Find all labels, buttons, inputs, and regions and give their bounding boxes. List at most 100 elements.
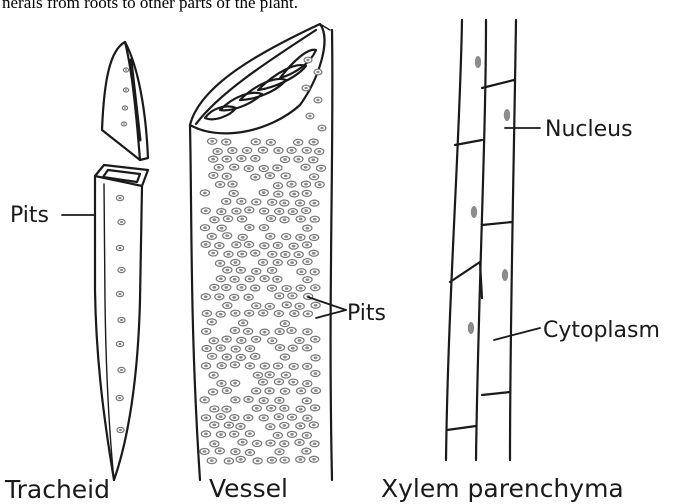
pit-center (204, 330, 208, 333)
label-pits-tracheid: Pits (10, 203, 49, 228)
pit-center (217, 295, 221, 298)
pit-center (256, 459, 260, 462)
pit-center (218, 450, 222, 453)
pit-center (298, 305, 302, 308)
pit-center (232, 192, 236, 195)
vessel-left-wall (190, 125, 200, 480)
cross-wall (447, 426, 476, 430)
pit-center (268, 305, 272, 308)
pit-center (292, 365, 296, 368)
pit-center (210, 321, 214, 324)
pit-center (306, 312, 310, 315)
pit-center (246, 416, 250, 419)
cross-wall (482, 80, 514, 88)
pit-center (246, 330, 250, 333)
pit-center (276, 167, 280, 170)
pit-center (292, 245, 296, 248)
pit-center (220, 364, 224, 367)
pit-center (120, 319, 123, 321)
pit-center (290, 183, 294, 186)
pit-center (278, 399, 282, 402)
pit-center (318, 183, 322, 186)
pit-center (233, 363, 237, 366)
pit-center (239, 356, 243, 359)
pit-center (248, 451, 252, 454)
pit-center (225, 234, 229, 237)
pit-center (119, 343, 122, 345)
pit-center (235, 243, 239, 246)
pit-center (313, 270, 317, 273)
pit-center (290, 416, 294, 419)
pit-center (312, 236, 316, 239)
pit-center (269, 407, 273, 410)
pit-center (120, 221, 123, 223)
pit-center (247, 167, 251, 170)
pit-center (226, 269, 230, 272)
cross-wall (482, 222, 512, 225)
cross-wall (455, 140, 482, 145)
pit-center (210, 459, 214, 462)
pit-center (276, 278, 280, 281)
pit-center (234, 261, 238, 264)
pit-center (253, 252, 257, 255)
pit-center (118, 397, 121, 399)
pit-center (284, 374, 288, 377)
pit-center (254, 140, 258, 143)
pit-center (262, 167, 266, 170)
pit-center (210, 235, 214, 238)
pit-center (278, 450, 282, 453)
pit-center (282, 442, 286, 445)
pit-center (119, 247, 122, 249)
pit-center (290, 261, 294, 264)
pit-center (305, 434, 309, 437)
pit-center (291, 347, 295, 350)
pit-center (224, 141, 228, 144)
pit-center (247, 243, 251, 246)
pit-center (270, 287, 274, 290)
pit-center (241, 322, 245, 325)
pit-center (212, 339, 216, 342)
pit-center (241, 441, 245, 444)
pit-center (213, 218, 217, 221)
pit-center (216, 150, 220, 153)
pit-center (261, 261, 265, 264)
pit-center (299, 389, 303, 392)
pit-center (290, 433, 294, 436)
pit-center (248, 278, 252, 281)
pit-center (227, 424, 231, 427)
pit-center (256, 374, 260, 377)
pit-center (316, 71, 319, 74)
pit-center (299, 408, 303, 411)
pit-center (233, 278, 237, 281)
pit-center (234, 312, 238, 315)
pit-center (298, 441, 302, 444)
pit-center (277, 193, 281, 196)
pit-center (276, 261, 280, 264)
pit-center (297, 253, 301, 256)
pit-center (123, 123, 125, 125)
pit-center (225, 356, 229, 359)
pit-center (227, 460, 231, 463)
pit-center (224, 200, 228, 203)
pit-center (277, 210, 281, 213)
pit-center (313, 442, 317, 445)
pit-center (304, 87, 307, 90)
pit-center (305, 192, 309, 195)
pit-center (293, 312, 297, 315)
pit-center (232, 296, 236, 299)
vessel-end-cap (190, 24, 324, 133)
pit-center (205, 347, 209, 350)
pit-center (284, 175, 288, 178)
pit-center (283, 407, 287, 410)
pit-center (239, 269, 243, 272)
nucleus (471, 206, 477, 218)
pit-center (255, 442, 259, 445)
pit-center (270, 339, 274, 342)
pit-center (314, 286, 318, 289)
pit-center (268, 390, 272, 393)
pit-center (311, 159, 315, 162)
pit-center (306, 417, 310, 420)
pit-center (226, 217, 230, 220)
vessel-right-wall (331, 30, 333, 480)
pit-center (225, 175, 229, 178)
